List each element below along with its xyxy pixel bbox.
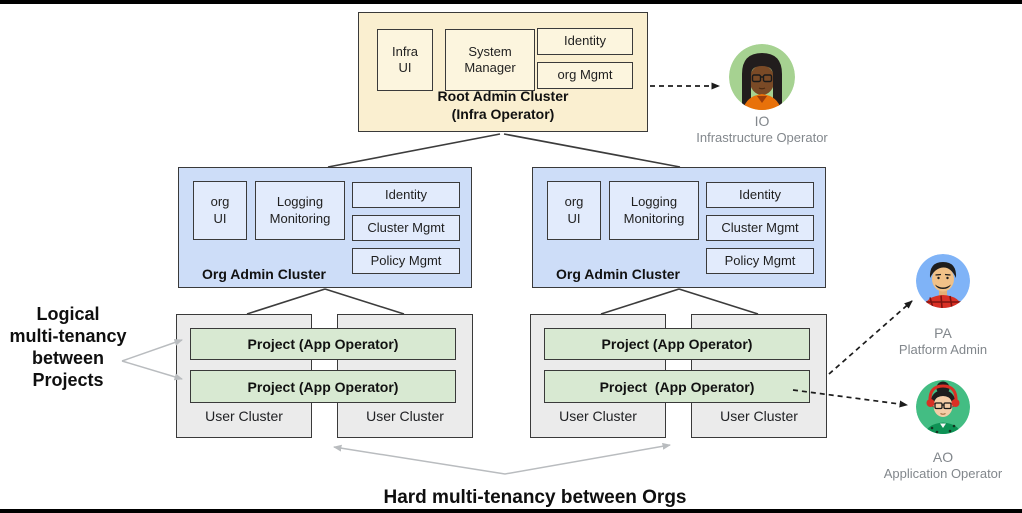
ao-persona-labels: AO Application Operator [843,449,1022,482]
pa-persona [916,254,970,308]
user-cluster-label: User Cluster [559,408,637,424]
io-abbr: IO [754,113,770,129]
ao-role: Application Operator [883,466,1003,481]
org-admin-cluster-right: org UI Logging Monitoring Identity Clust… [532,167,826,288]
logging-monitoring-box: Logging Monitoring [255,181,345,240]
ao-avatar-icon [916,380,970,434]
root-admin-cluster: Infra UI System Manager Identity org Mgm… [358,12,648,132]
cluster-mgmt-box: Cluster Mgmt [352,215,460,241]
hard-multitenancy-label: Hard multi-tenancy between Orgs [383,487,687,508]
infra-ui-box: Infra UI [377,29,433,91]
policy-mgmt-box: Policy Mgmt [352,248,460,274]
pa-abbr: PA [934,325,952,341]
io-persona-labels: IO Infrastructure Operator [662,113,862,146]
ao-persona [916,380,970,434]
project-bar: Project (App Operator) [190,370,456,403]
identity-box: Identity [706,182,814,208]
root-cluster-title: Root Admin Cluster (Infra Operator) [437,87,569,122]
pa-avatar-icon [916,254,970,308]
identity-box: Identity [352,182,460,208]
cluster-mgmt-box: Cluster Mgmt [706,215,814,241]
policy-mgmt-box: Policy Mgmt [706,248,814,274]
org-ui-box: org UI [547,181,601,240]
project-bar: Project (App Operator) [190,328,456,360]
user-cluster-label: User Cluster [720,408,798,424]
project-bar: Project (App Operator) [544,328,810,360]
pa-persona-labels: PA Platform Admin [843,325,1022,358]
logging-monitoring-box: Logging Monitoring [609,181,699,240]
bottom-border-bar [0,509,1022,513]
io-persona [729,44,795,110]
ao-abbr: AO [932,449,954,465]
user-cluster-label: User Cluster [205,408,283,424]
org-admin-cluster-left: org UI Logging Monitoring Identity Clust… [178,167,472,288]
org-to-user-connectors [246,288,759,315]
org-mgmt-box: org Mgmt [537,62,633,89]
org-cluster-title: Org Admin Cluster [202,266,326,282]
pa-role: Platform Admin [898,342,988,357]
io-role: Infrastructure Operator [696,130,828,145]
hard-multitenancy-arrow [333,442,671,475]
system-manager-box: System Manager [445,29,535,91]
org-cluster-title: Org Admin Cluster [556,266,680,282]
project-bar: Project (App Operator) [544,370,810,403]
user-cluster-label: User Cluster [366,408,444,424]
io-avatar-icon [729,44,795,110]
org-ui-box: org UI [193,181,247,240]
top-border-bar [0,0,1022,4]
logical-multitenancy-label: Logical multi-tenancy between Projects [9,304,127,390]
root-to-org-connectors [327,133,681,168]
identity-box: Identity [537,28,633,55]
